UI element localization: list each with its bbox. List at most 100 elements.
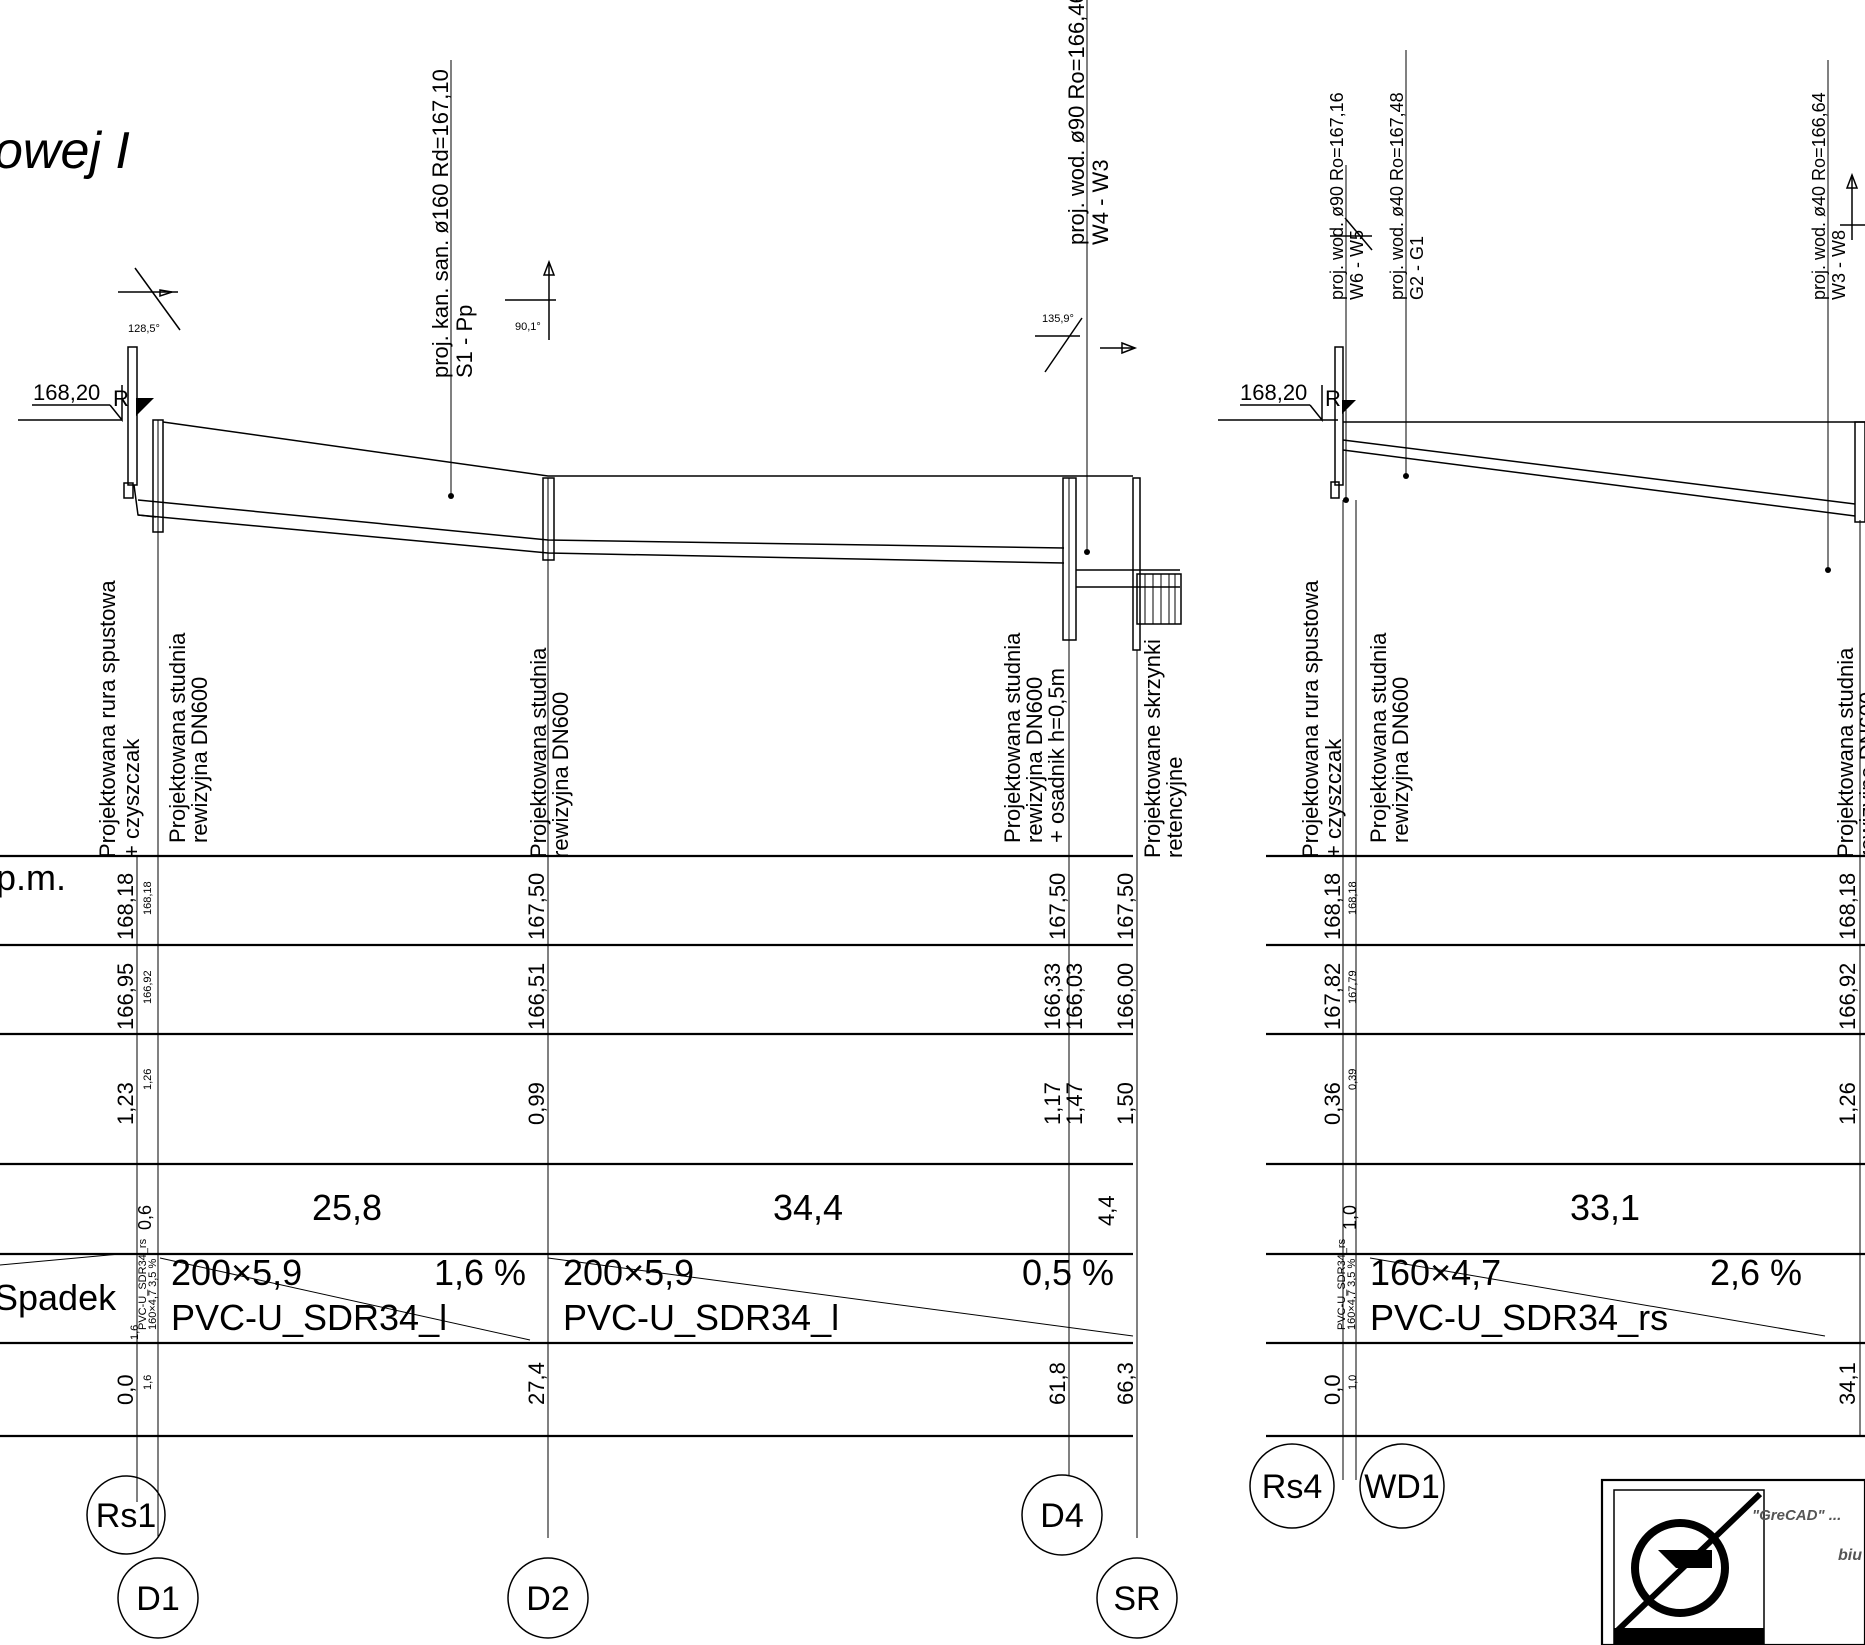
depth-rs1: 1,23: [113, 1082, 138, 1125]
elev-terrain-d2: 167,50: [524, 873, 549, 940]
distance-d1: 1,6: [142, 1375, 154, 1390]
svg-text:W6 - W5: W6 - W5: [1347, 230, 1367, 300]
svg-text:biu: biu: [1838, 1547, 1862, 1564]
label-studnia-d4: Projektowana studnia rewizyjna DN600 + o…: [1000, 632, 1069, 843]
length-rs1-d1: 0,6: [135, 1205, 155, 1230]
svg-text:PVC-U_SDR34_rs: PVC-U_SDR34_rs: [1336, 1238, 1348, 1330]
svg-text:Projektowana rura spustowa: Projektowana rura spustowa: [95, 580, 120, 858]
elev-terrain-sr: 167,50: [1113, 873, 1138, 940]
length-d1-d2: 25,8: [312, 1187, 382, 1228]
depth-sr: 1,50: [1113, 1082, 1138, 1125]
grecad-logo: GRECAD "GreCAD" ... biu: [1600, 1478, 1865, 1645]
row-header-spadek: Spadek: [0, 1277, 117, 1318]
svg-text:+ osadnik h=0,5m: + osadnik h=0,5m: [1044, 668, 1069, 843]
pipe-dim-2: 200×5,9: [563, 1252, 694, 1293]
downpipe-rs4: [1330, 346, 1344, 499]
label-rura-rs1: Projektowana rura spustowa + czyszczak: [95, 580, 144, 858]
angle-symbol-3: 135,9°: [1035, 313, 1138, 373]
svg-text:Projektowana studnia: Projektowana studnia: [1000, 632, 1025, 843]
level-marker-right: 168,20 R: [1218, 380, 1356, 423]
svg-text:1,6: 1,6: [129, 1325, 141, 1340]
svg-text:Projektowana rura spustowa: Projektowana rura spustowa: [1298, 580, 1323, 858]
pipe-spec-rs4-wd1: PVC-U_SDR34_rs 160×4,7 3,5 %: [1336, 1238, 1358, 1330]
label-rura-rs4: Projektowana rura spustowa + czyszczak: [1298, 580, 1346, 858]
pipe-material-1: PVC-U_SDR34_l: [171, 1297, 447, 1338]
depth-d4-in: 1,17: [1040, 1082, 1065, 1125]
pipe-material-2: PVC-U_SDR34_l: [563, 1297, 839, 1338]
elev-terrain-d1: 168,18: [142, 881, 154, 915]
elev-pipe-d1: 166,92: [142, 970, 154, 1004]
elev-terrain-d4: 167,50: [1045, 873, 1070, 940]
depth-rs4: 0,36: [1320, 1082, 1345, 1125]
svg-text:Projektowana studnia: Projektowana studnia: [526, 647, 551, 858]
svg-text:168,20: 168,20: [33, 380, 100, 405]
row-header-pm: p.m.: [0, 857, 66, 898]
svg-text:Projektowana studnia: Projektowana studnia: [1366, 632, 1391, 843]
elev-terrain-wd1: 168,18: [1347, 881, 1359, 915]
svg-text:SR: SR: [1113, 1580, 1160, 1618]
svg-text:90,1°: 90,1°: [515, 321, 541, 333]
terrain-line-left: [162, 421, 1133, 477]
svg-text:Projektowana studnia: Projektowana studnia: [1833, 647, 1858, 858]
profile-table-left: [0, 532, 1138, 1538]
node-d4: D4: [1021, 1474, 1103, 1556]
pipe-slope-1: 1,6 %: [434, 1252, 526, 1293]
svg-text:Projektowana studnia: Projektowana studnia: [165, 632, 190, 843]
svg-text:rewizyjna DN600: rewizyjna DN600: [1022, 677, 1047, 843]
svg-text:135,9°: 135,9°: [1042, 313, 1074, 325]
svg-text:proj. wod. ø90 Ro=167,16: proj. wod. ø90 Ro=167,16: [1327, 92, 1347, 300]
level-marker-left: 168,20 R: [18, 380, 154, 423]
elev-terrain-rs1: 168,18: [113, 873, 138, 940]
svg-text:PVC-U_SDR34_rs: PVC-U_SDR34_rs: [137, 1238, 149, 1330]
pipe-slope-2: 0,5 %: [1022, 1252, 1114, 1293]
node-rs1: Rs1: [86, 1475, 166, 1555]
depth-right: 1,26: [1835, 1082, 1860, 1125]
length-rs4-wd1: 1,0: [1340, 1205, 1360, 1230]
distance-rs1: 0,0: [113, 1374, 138, 1405]
crossing-wod-g2g1: proj. wod. ø40 Ro=167,48 G2 - G1: [1387, 50, 1427, 479]
svg-text:proj. kan. san. ø160 Rd=167,: proj. kan. san. ø160 Rd=167,10: [428, 69, 453, 378]
svg-text:S1 - Pp: S1 - Pp: [452, 305, 477, 378]
svg-text:proj. wod. ø90 Ro=166,46: proj. wod. ø90 Ro=166,46: [1064, 0, 1089, 245]
length-d2-d4: 34,4: [773, 1187, 843, 1228]
retention-boxes-sr: [1132, 477, 1182, 651]
elev-pipe-right: 166,92: [1835, 963, 1860, 1030]
svg-text:proj. wod. ø40 Ro=167,48: proj. wod. ø40 Ro=167,48: [1387, 92, 1407, 300]
pipe-top-right: [1342, 439, 1856, 505]
svg-text:128,5°: 128,5°: [128, 323, 160, 335]
crossing-wod-w6w5: proj. wod. ø90 Ro=167,16 W6 - W5: [1327, 92, 1373, 503]
drawing-title: owej I: [0, 122, 130, 180]
label-skrzynki-sr: Projektowane skrzynki retencyjne: [1140, 639, 1187, 858]
distance-sr: 66,3: [1113, 1362, 1138, 1405]
downpipe-rs1: [123, 346, 157, 518]
angle-symbol-2: 90,1°: [505, 259, 556, 340]
svg-text:WD1: WD1: [1364, 1468, 1440, 1506]
length-wd1-right: 33,1: [1570, 1187, 1640, 1228]
pipe-spec-rs1-d1: PVC-U_SDR34_rs 160×4,7 3,5 % 1,6: [129, 1238, 159, 1340]
pipe-bottom-right: [1342, 449, 1856, 517]
label-studnia-wd1: Projektowana studnia rewizyjna DN600: [1366, 632, 1413, 843]
distance-right: 34,1: [1835, 1362, 1860, 1405]
well-d4: [1062, 477, 1180, 641]
svg-text:rewizyjna DN600: rewizyjna DN600: [548, 692, 573, 858]
well-d1: [152, 419, 164, 533]
svg-text:+ czyszczak: + czyszczak: [1321, 738, 1346, 858]
svg-text:160×4,7 3,5 %: 160×4,7 3,5 %: [147, 1259, 159, 1330]
svg-text:Rs1: Rs1: [96, 1497, 156, 1535]
svg-text:rewizyjna DN600: rewizyjna DN600: [1388, 677, 1413, 843]
svg-text:R: R: [1325, 386, 1341, 411]
elev-pipe-rs4: 167,82: [1320, 963, 1345, 1030]
elev-pipe-rs1: 166,95: [113, 963, 138, 1030]
svg-text:rewizyjna DN600: rewizyjna DN600: [187, 677, 212, 843]
crossing-wod-w3w8: proj. wod. ø40 Ro=166,64 W3 - W8: [1809, 60, 1865, 573]
svg-text:GRECAD: GRECAD: [1620, 1630, 1685, 1645]
node-rs4: Rs4: [1249, 1443, 1335, 1529]
well-right-edge: [1854, 421, 1865, 523]
profile-table-right: [1266, 500, 1865, 1480]
distance-wd1: 1,0: [1347, 1375, 1359, 1390]
node-d2: D2: [507, 1557, 589, 1639]
elev-terrain-right: 168,18: [1835, 873, 1860, 940]
pipe-material-3: PVC-U_SDR34_rs: [1370, 1297, 1668, 1338]
elev-terrain-rs4: 168,18: [1320, 873, 1345, 940]
